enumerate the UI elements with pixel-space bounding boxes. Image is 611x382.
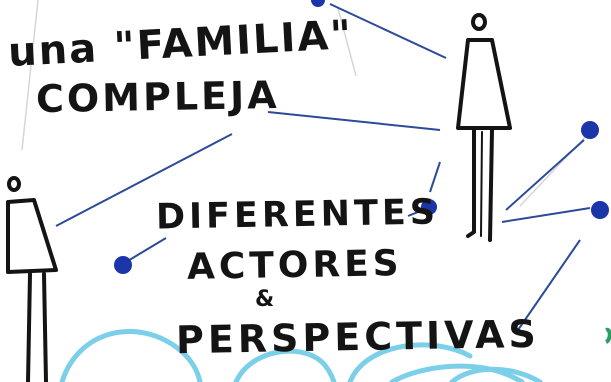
connection-line bbox=[55, 133, 233, 227]
subtitle-line-4: PERSPECTIVAS bbox=[175, 311, 541, 363]
green-marker-fragment bbox=[604, 327, 611, 344]
person-leg bbox=[42, 272, 48, 382]
connection-line bbox=[501, 207, 591, 223]
person-head bbox=[7, 176, 21, 192]
person-head bbox=[471, 13, 487, 31]
node-dot bbox=[311, 0, 325, 7]
connection-line bbox=[267, 111, 441, 131]
person-leg bbox=[466, 128, 476, 238]
node-dot bbox=[114, 256, 132, 274]
person-leg-detail bbox=[480, 131, 483, 237]
node-dot bbox=[591, 201, 609, 219]
connection-lines bbox=[55, 3, 591, 331]
person-figure-left bbox=[6, 176, 58, 382]
subtitle-ampersand: & bbox=[255, 287, 278, 312]
subtitle-line-2: ACTORES bbox=[186, 243, 404, 288]
title-line-2: COMPLEJA bbox=[35, 72, 280, 122]
wave-curve bbox=[233, 348, 337, 382]
node-dot bbox=[421, 199, 437, 215]
wave-curve bbox=[347, 342, 473, 382]
person-figure-right bbox=[456, 13, 512, 242]
person-body bbox=[456, 38, 512, 130]
bottom-waves bbox=[59, 328, 543, 382]
subtitle-line-1: DIFERENTES bbox=[155, 192, 440, 238]
connection-line bbox=[505, 139, 585, 211]
connection-line bbox=[329, 3, 447, 59]
wave-curve bbox=[59, 328, 203, 382]
node-dot bbox=[581, 121, 599, 139]
person-leg bbox=[488, 128, 494, 242]
connection-line bbox=[125, 237, 167, 263]
network-nodes bbox=[114, 0, 609, 274]
connection-line bbox=[517, 239, 581, 331]
person-body bbox=[6, 198, 58, 274]
wave-curve bbox=[449, 366, 543, 382]
person-leg bbox=[26, 272, 32, 382]
connection-line bbox=[429, 161, 441, 193]
